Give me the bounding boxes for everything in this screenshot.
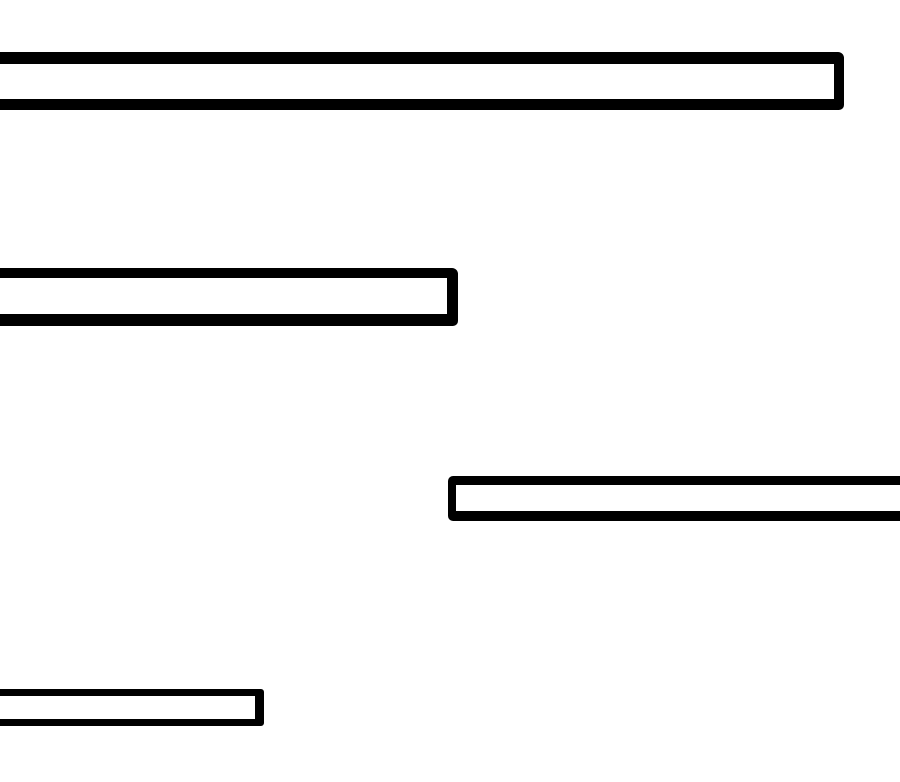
outlined-bar-2: [0, 268, 458, 326]
outlined-bar-1: [0, 52, 844, 110]
outlined-bar-3: [448, 476, 900, 521]
outlined-bar-4: [0, 689, 264, 726]
